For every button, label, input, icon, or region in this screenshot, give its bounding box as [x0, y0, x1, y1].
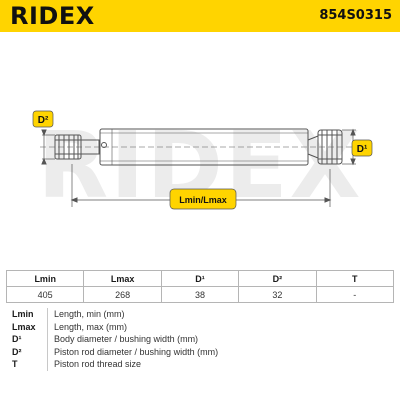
column-header: T	[315, 270, 395, 287]
table-cell: 32	[238, 286, 317, 303]
length-arrow-right	[324, 197, 332, 203]
legend-item: Lmin Length, min (mm)	[12, 308, 388, 321]
legend-key: Lmin	[12, 308, 48, 321]
legend-item: T Piston rod thread size	[12, 358, 388, 371]
length-label: Lmin/Lmax	[169, 188, 237, 210]
legend: Lmin Length, min (mm) Lmax Length, max (…	[12, 308, 388, 371]
legend-item: Lmax Length, max (mm)	[12, 320, 388, 333]
length-arrow-left	[70, 197, 78, 203]
dimensions-table: Lmin Lmax D¹ D² T 405 268 38 32 -	[5, 270, 395, 303]
table-cell: 268	[83, 286, 162, 303]
table-cell: 38	[160, 286, 240, 303]
part-number: 854S0315	[319, 8, 392, 23]
d2-arrow-bottom	[41, 157, 47, 165]
technical-drawing: RIDEX	[0, 32, 400, 262]
legend-description: Body diameter / bushing width (mm)	[54, 334, 199, 344]
legend-description: Length, min (mm)	[54, 309, 125, 319]
legend-item: D¹ Body diameter / bushing width (mm)	[12, 333, 388, 346]
d2-label: D²	[32, 110, 54, 128]
d2-label-text: D²	[38, 115, 49, 126]
legend-description: Piston rod diameter / bushing width (mm)	[54, 346, 219, 357]
table-row: 405 268 38 32 -	[5, 286, 395, 303]
brand-logo: RIDEX	[10, 2, 95, 30]
column-header: Lmax	[83, 270, 162, 287]
d1-label: D¹	[351, 139, 373, 157]
piston-rod	[80, 139, 100, 155]
d1-arrow-top	[350, 128, 356, 136]
length-label-text: Lmin/Lmax	[179, 195, 227, 205]
rod-seal	[101, 142, 107, 148]
d1-arrow-bottom	[350, 158, 356, 166]
header-bar: RIDEX 854S0315	[0, 0, 400, 32]
legend-key: T	[12, 358, 48, 371]
column-header: D²	[238, 270, 317, 287]
legend-description: Length, max (mm)	[54, 321, 128, 332]
legend-key: D²	[12, 345, 48, 358]
table-header-row: Lmin Lmax D¹ D² T	[5, 270, 395, 287]
legend-key: Lmax	[12, 320, 48, 333]
table-cell: 405	[5, 286, 85, 303]
legend-description: Piston rod thread size	[54, 359, 142, 369]
table-cell: -	[315, 286, 395, 303]
column-header: Lmin	[5, 270, 85, 287]
column-header: D¹	[160, 270, 240, 287]
d2-arrow-top	[41, 129, 47, 137]
legend-item: D² Piston rod diameter / bushing width (…	[12, 345, 388, 358]
right-eye-bushing	[307, 129, 343, 165]
d1-label-text: D¹	[357, 144, 368, 155]
legend-key: D¹	[12, 333, 48, 346]
